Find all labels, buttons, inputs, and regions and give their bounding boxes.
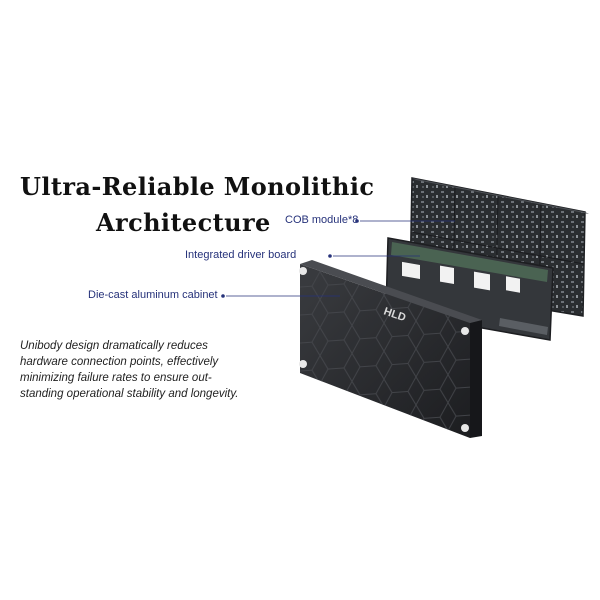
die-cast-cabinet: HLD [299, 260, 482, 438]
headline-line-1: Ultra-Reliable Monolithic [20, 172, 375, 201]
callout-cob-module: COB module*8 [285, 214, 359, 226]
description-text: Unibody design dramatically reduces hard… [20, 340, 239, 400]
callout-driver-board: Integrated driver board [185, 249, 297, 261]
callout-cabinet: Die-cast aluminum cabinet [88, 289, 218, 301]
callout-leaders [221, 219, 455, 298]
headline-line-2: Architecture [96, 208, 271, 237]
